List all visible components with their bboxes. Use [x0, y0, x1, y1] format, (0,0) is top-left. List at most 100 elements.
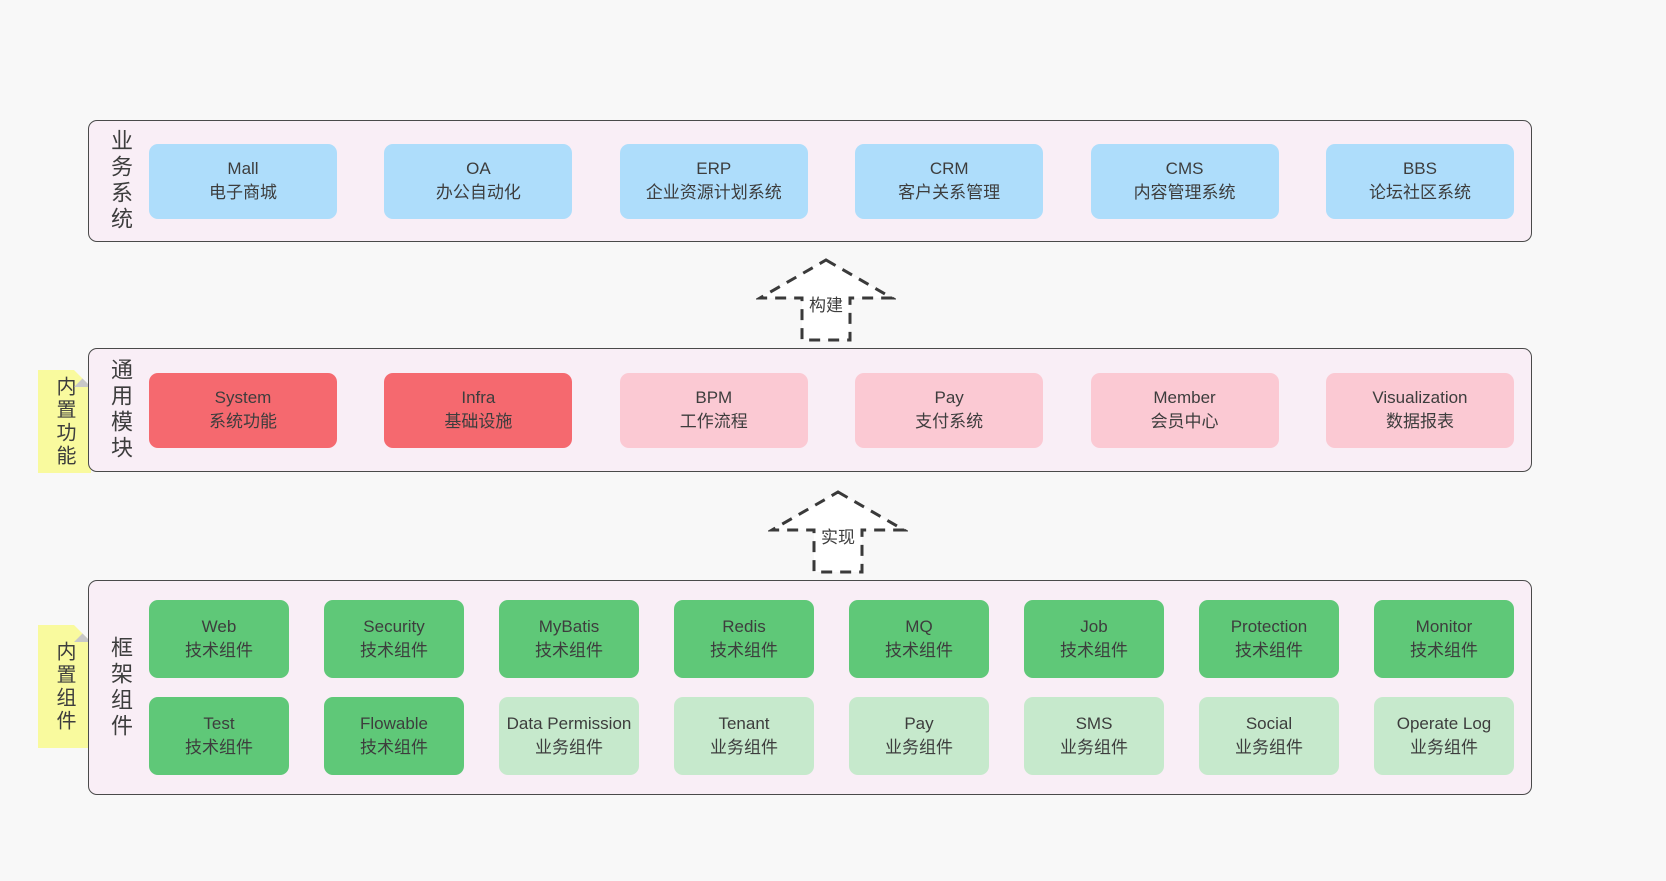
layer-rows: Mall 电子商城 OA 办公自动化 ERP 企业资源计划系统 CRM 客户关系…: [149, 121, 1531, 241]
box-subtitle: 客户关系管理: [898, 183, 1001, 202]
box-title: Infra: [461, 387, 496, 407]
component-box: Data Permission 业务组件: [499, 697, 639, 775]
box-subtitle: 办公自动化: [435, 183, 521, 202]
box-row: Test 技术组件 Flowable 技术组件 Data Permission …: [149, 697, 1514, 775]
box-title: Data Permission: [506, 713, 632, 733]
box-title: Tenant: [718, 713, 770, 733]
component-box: SMS 业务组件: [1024, 697, 1164, 775]
box-title: Redis: [722, 616, 766, 636]
component-box: Web 技术组件: [149, 600, 289, 678]
box-subtitle: 基础设施: [444, 412, 513, 431]
component-box: CRM 客户关系管理: [855, 143, 1044, 219]
layer-label-business-systems: 业务系统: [108, 129, 133, 233]
box-title: MyBatis: [538, 616, 600, 636]
box-row: System 系统功能 Infra 基础设施 BPM 工作流程 Pay 支付系统…: [149, 372, 1514, 448]
box-subtitle: 技术组件: [185, 641, 253, 660]
box-subtitle: 工作流程: [679, 412, 748, 431]
box-subtitle: 论坛社区系统: [1368, 183, 1471, 202]
box-title: Mall: [227, 158, 259, 178]
box-subtitle: 技术组件: [535, 641, 603, 660]
build-arrow-label: 构建: [806, 291, 846, 316]
box-title: Social: [1245, 713, 1293, 733]
component-box: BPM 工作流程: [619, 372, 808, 448]
component-box: Social 业务组件: [1199, 697, 1339, 775]
box-title: Pay: [904, 713, 934, 733]
box-subtitle: 业务组件: [535, 738, 603, 757]
component-box: Redis 技术组件: [674, 600, 814, 678]
box-subtitle: 系统功能: [209, 412, 277, 431]
component-box: MyBatis 技术组件: [499, 600, 639, 678]
box-title: Operate Log: [1396, 713, 1492, 733]
box-subtitle: 技术组件: [185, 738, 253, 757]
component-box: ERP 企业资源计划系统: [619, 143, 808, 219]
box-subtitle: 技术组件: [360, 641, 428, 660]
component-box: Test 技术组件: [149, 697, 289, 775]
box-title: CMS: [1165, 158, 1204, 178]
component-box: BBS 论坛社区系统: [1325, 143, 1514, 219]
component-box: CMS 内容管理系统: [1090, 143, 1279, 219]
component-box: Pay 业务组件: [849, 697, 989, 775]
box-title: BPM: [695, 387, 733, 407]
box-subtitle: 技术组件: [1060, 641, 1128, 660]
box-title: Web: [201, 616, 237, 636]
component-box: Pay 支付系统: [855, 372, 1044, 448]
box-subtitle: 业务组件: [1410, 738, 1478, 757]
component-box: Monitor 技术组件: [1374, 600, 1514, 678]
box-row: Mall 电子商城 OA 办公自动化 ERP 企业资源计划系统 CRM 客户关系…: [149, 143, 1514, 219]
box-subtitle: 业务组件: [885, 738, 953, 757]
component-box: Flowable 技术组件: [324, 697, 464, 775]
box-title: Visualization: [1372, 387, 1468, 407]
box-subtitle: 技术组件: [1235, 641, 1303, 660]
component-box: Infra 基础设施: [384, 372, 573, 448]
box-subtitle: 技术组件: [1410, 641, 1478, 660]
component-box: Job 技术组件: [1024, 600, 1164, 678]
component-box: MQ 技术组件: [849, 600, 989, 678]
box-title: Monitor: [1415, 616, 1473, 636]
box-title: CRM: [929, 158, 969, 178]
box-title: BBS: [1402, 158, 1437, 178]
component-box: Operate Log 业务组件: [1374, 697, 1514, 775]
implement-arrow-label: 实现: [818, 523, 858, 548]
box-title: SMS: [1075, 713, 1113, 733]
build-arrow: 构建: [756, 257, 896, 343]
sticky-note-label: 内置功能: [53, 375, 75, 468]
box-subtitle: 内容管理系统: [1133, 183, 1236, 202]
box-subtitle: 企业资源计划系统: [645, 183, 782, 202]
box-subtitle: 技术组件: [885, 641, 953, 660]
box-title: Member: [1153, 387, 1216, 407]
layer-label-common-modules: 通用模块: [108, 358, 133, 462]
box-title: Security: [363, 616, 425, 636]
box-subtitle: 业务组件: [1235, 738, 1303, 757]
component-box: System 系统功能: [149, 372, 337, 448]
box-title: System: [214, 387, 272, 407]
component-box: Protection 技术组件: [1199, 600, 1339, 678]
sticky-note-label: 内置组件: [53, 640, 75, 733]
box-title: OA: [466, 158, 491, 178]
box-title: Job: [1080, 616, 1108, 636]
component-box: Mall 电子商城: [149, 143, 337, 219]
layer-label-framework-components: 框架组件: [108, 635, 133, 740]
box-subtitle: 业务组件: [1060, 738, 1128, 757]
component-box: Member 会员中心: [1090, 372, 1279, 448]
box-subtitle: 技术组件: [710, 641, 778, 660]
box-title: Pay: [934, 387, 964, 407]
layer-business-systems: 业务系统 Mall 电子商城 OA 办公自动化 ERP 企业资源计划系统 CRM…: [88, 120, 1532, 242]
sticky-note-built-in-components: 内置组件: [38, 625, 91, 748]
component-box: Visualization 数据报表: [1325, 372, 1514, 448]
box-title: Protection: [1230, 616, 1308, 636]
box-subtitle: 支付系统: [915, 412, 984, 431]
layer-rows: Web 技术组件 Security 技术组件 MyBatis 技术组件 Redi…: [149, 581, 1531, 794]
box-title: Flowable: [359, 713, 429, 733]
sticky-note-built-in-functions: 内置功能: [38, 370, 91, 473]
implement-arrow: 实现: [768, 489, 908, 575]
box-subtitle: 业务组件: [710, 738, 778, 757]
box-subtitle: 数据报表: [1385, 412, 1454, 431]
box-subtitle: 会员中心: [1150, 412, 1219, 431]
layer-rows: System 系统功能 Infra 基础设施 BPM 工作流程 Pay 支付系统…: [149, 349, 1531, 471]
box-title: MQ: [905, 616, 933, 636]
component-box: OA 办公自动化: [384, 143, 573, 219]
component-box: Security 技术组件: [324, 600, 464, 678]
box-title: Test: [203, 713, 235, 733]
layer-framework-components: 框架组件 Web 技术组件 Security 技术组件 MyBatis 技术组件…: [88, 580, 1532, 795]
